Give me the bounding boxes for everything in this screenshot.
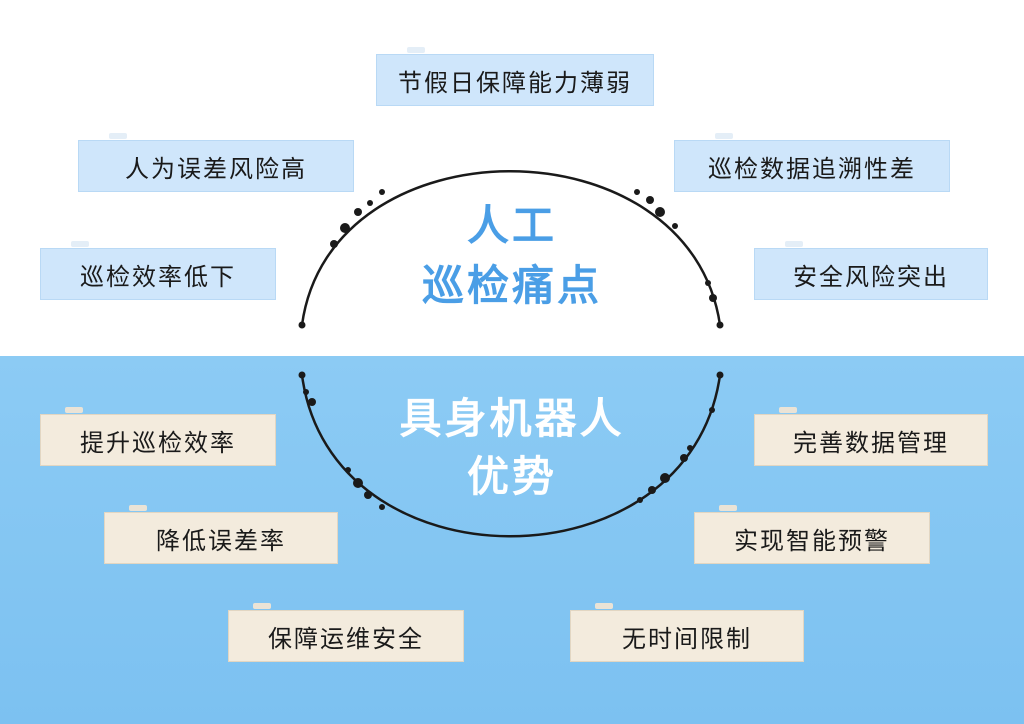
pain-point-label: 人为误差风险高 [125,154,307,183]
arc-dots [298,189,724,510]
advantages-title-line1: 具身机器人 [399,394,625,443]
pain-point-card-safety: 安全风险突出 [749,241,988,300]
advantage-card-data-management: 完善数据管理 [749,407,988,466]
advantage-card-smart-alert: 实现智能预警 [689,505,930,564]
pain-points-title-line2: 巡检痛点 [421,261,602,310]
pain-point-label: 巡检数据追溯性差 [708,154,916,183]
pain-points-title: 人工 巡检痛点 [362,196,662,316]
advantage-label: 提升巡检效率 [80,428,236,457]
pain-points-title-line1: 人工 [466,201,557,250]
advantage-card-efficiency: 提升巡检效率 [35,407,276,466]
advantage-card-error-rate: 降低误差率 [99,505,338,564]
pain-point-card-holiday: 节假日保障能力薄弱 [371,47,654,106]
advantages-title: 具身机器人 优势 [362,390,662,506]
advantage-label: 无时间限制 [622,624,752,653]
advantage-label: 实现智能预警 [734,526,890,555]
pain-point-label: 节假日保障能力薄弱 [398,68,632,97]
advantage-label: 保障运维安全 [268,624,424,653]
pain-point-card-human-error: 人为误差风险高 [73,133,354,192]
pain-point-card-traceability: 巡检数据追溯性差 [669,133,950,192]
advantage-label: 完善数据管理 [793,428,949,457]
advantage-label: 降低误差率 [156,526,286,555]
bottom-arc [300,374,722,538]
advantages-title-line2: 优势 [466,452,557,501]
top-arc [300,170,722,326]
advantage-card-ops-safety: 保障运维安全 [223,603,464,662]
advantage-card-no-time-limit: 无时间限制 [565,603,804,662]
pain-point-card-efficiency: 巡检效率低下 [35,241,276,300]
pain-point-label: 巡检效率低下 [80,262,236,291]
pain-point-label: 安全风险突出 [793,262,949,291]
